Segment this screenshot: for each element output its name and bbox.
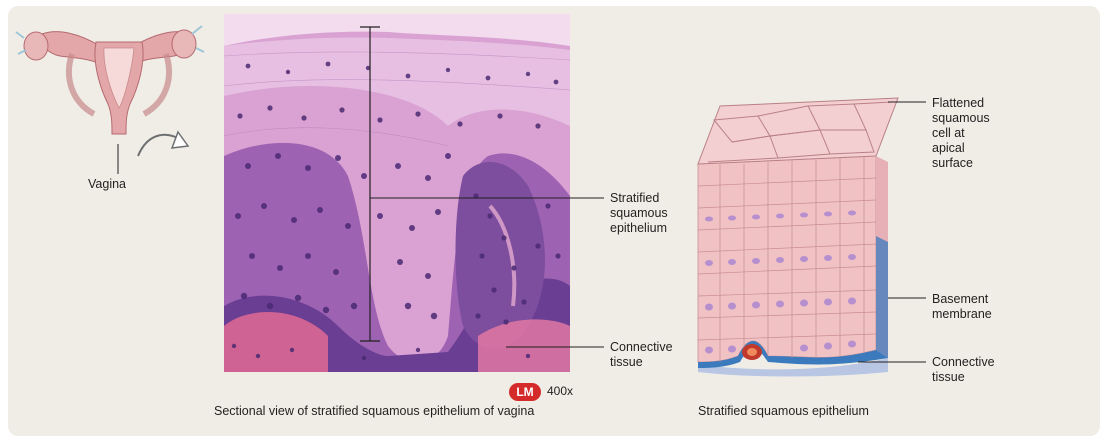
drawing-connective-tissue-label: Connective tissue	[932, 355, 995, 385]
basement-membrane-label: Basement membrane	[932, 292, 992, 322]
figure-panel: Vagina	[8, 6, 1100, 436]
flattened-squamous-cell-label: Flattened squamous cell at apical surfac…	[932, 96, 990, 171]
drawing-caption: Stratified squamous epithelium	[698, 404, 869, 419]
